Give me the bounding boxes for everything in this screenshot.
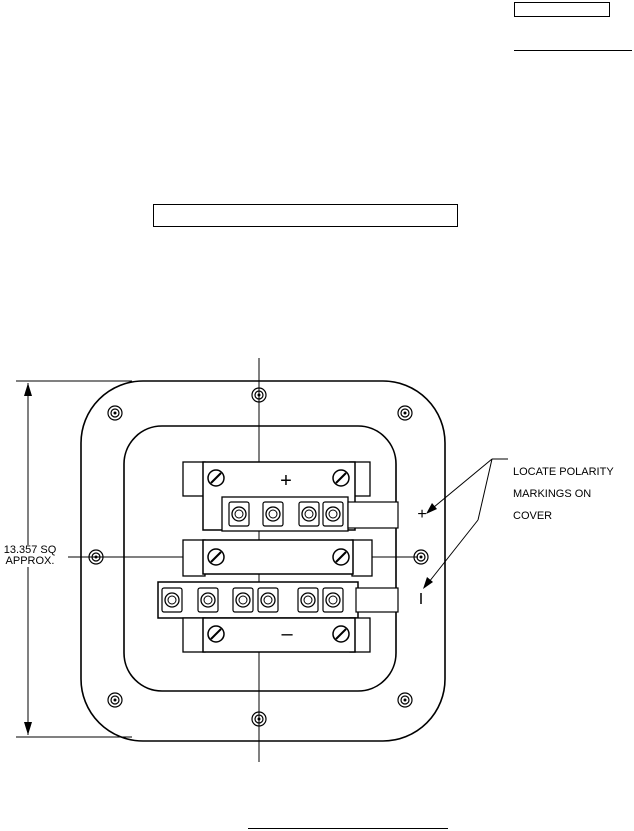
- terminal-stud: [257, 587, 279, 613]
- cover-positive-mark: +: [417, 506, 426, 523]
- terminal-stud: [232, 587, 254, 613]
- negative-terminal-mark: –: [281, 623, 293, 645]
- terminal-screw: [207, 625, 225, 643]
- dimension-label: 13.357 SQ APPROX.: [0, 545, 60, 567]
- polarity-leader-lines: [423, 458, 508, 589]
- terminal-stud: [297, 587, 319, 613]
- positive-terminal-block: [182, 461, 399, 532]
- footer-rule: [248, 828, 448, 829]
- mounting-bolt: [107, 405, 123, 421]
- mounting-bolt: [397, 405, 413, 421]
- terminal-stud: [322, 501, 344, 527]
- terminal-screw: [332, 548, 350, 566]
- dimension-label-line1: 13.357 SQ: [3, 544, 57, 556]
- terminal-stud: [262, 501, 284, 527]
- header-box-top-right: [514, 2, 610, 17]
- header-rule-top-right: [514, 50, 632, 51]
- terminal-stud: [322, 587, 344, 613]
- terminal-screw: [207, 469, 225, 487]
- positive-terminal-mark: +: [280, 470, 292, 492]
- terminal-screw: [207, 548, 225, 566]
- middle-bus-bar: [182, 539, 373, 577]
- terminal-stud: [161, 587, 183, 613]
- lower-stud-row: [157, 581, 399, 619]
- polarity-callout-line1: LOCATE POLARITY: [513, 466, 614, 478]
- caption-box: [153, 204, 458, 227]
- polarity-callout-line2: MARKINGS ON: [513, 488, 592, 500]
- mounting-bolt: [397, 692, 413, 708]
- terminal-stud: [298, 501, 320, 527]
- terminal-stud: [228, 501, 250, 527]
- housing-inner: [123, 425, 397, 692]
- terminal-screw: [332, 625, 350, 643]
- polarity-callout-line3: COVER: [513, 510, 553, 522]
- dimension-label-line2: APPROX.: [5, 555, 55, 567]
- terminal-stud: [197, 587, 219, 613]
- polarity-callout-label: LOCATE POLARITY MARKINGS ON COVER: [513, 456, 633, 533]
- mounting-bolt: [107, 692, 123, 708]
- terminal-screw: [332, 469, 350, 487]
- negative-terminal-block: [182, 617, 371, 653]
